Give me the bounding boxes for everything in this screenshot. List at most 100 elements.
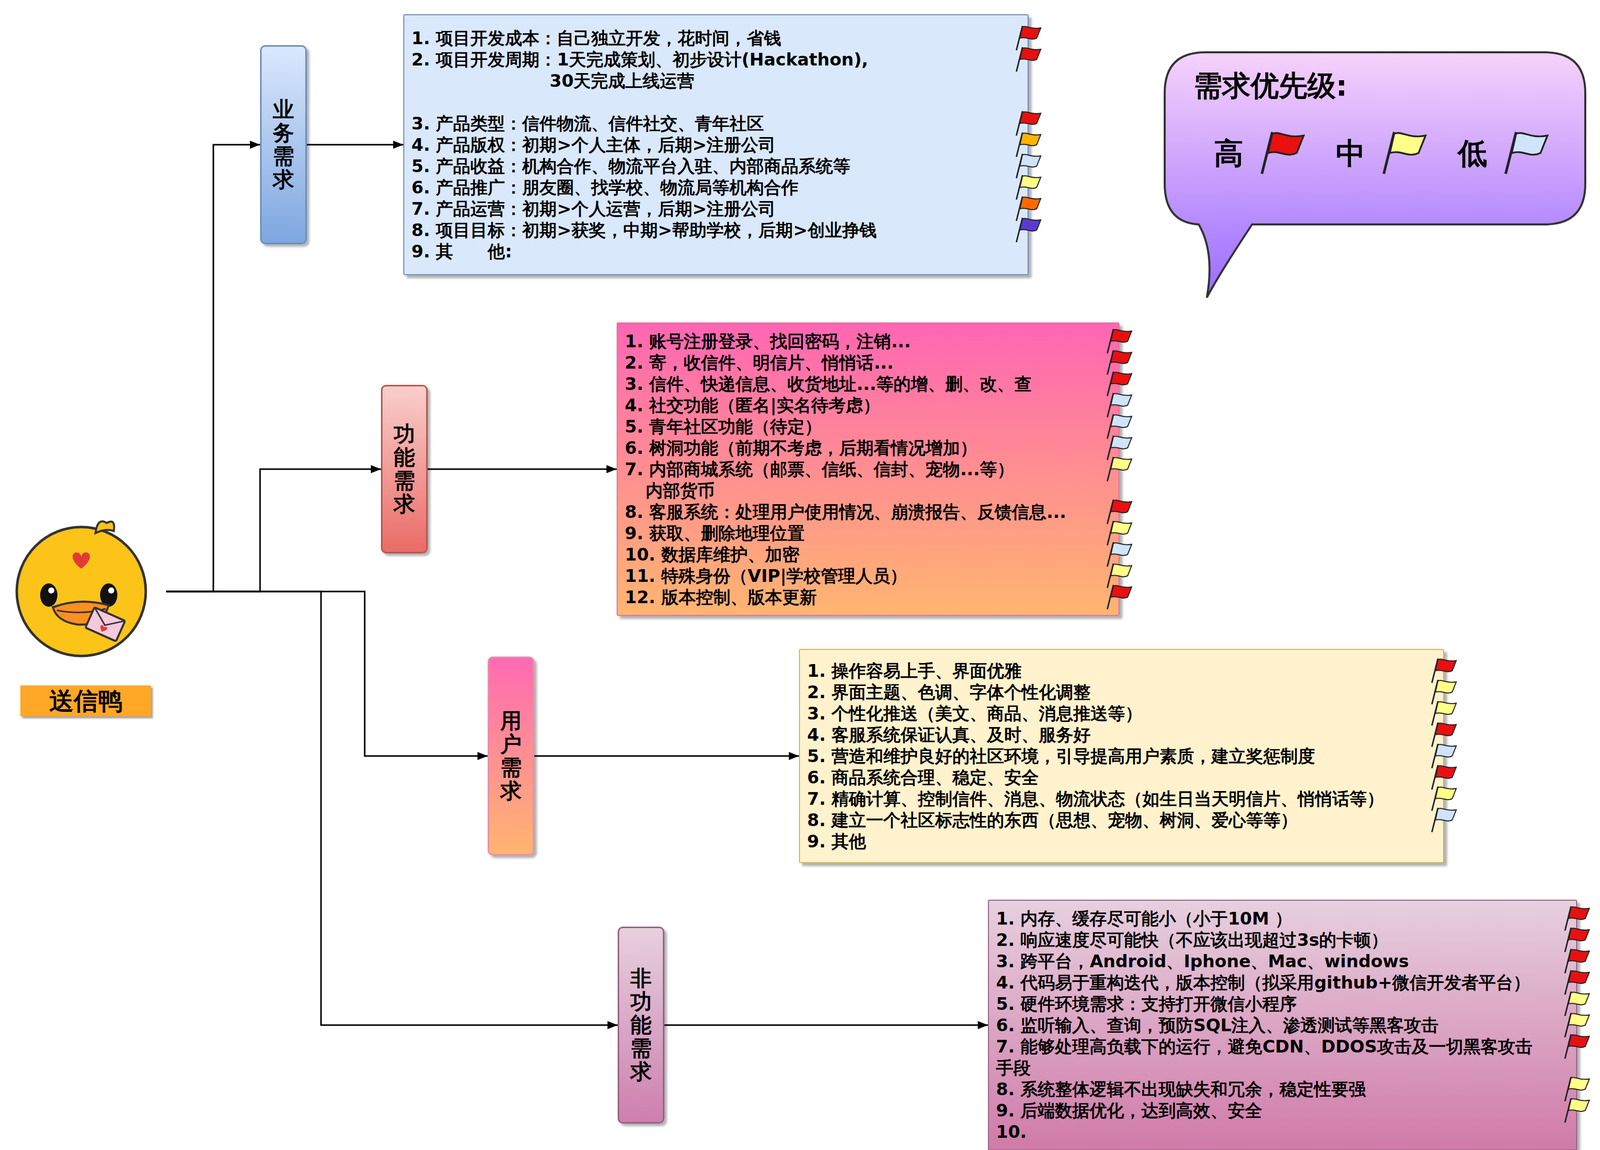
flag-cloth	[1435, 765, 1457, 779]
list-item: 6. 树洞功能（前期不考虑，后期看情况增加）	[624, 437, 1094, 459]
category-box: 功能需求	[380, 385, 428, 554]
list-item: 3. 个性化推送（美文、商品、消息推送等）	[807, 702, 1418, 725]
flag-pole	[1107, 371, 1114, 397]
list-item: 7. 产品运营：初期>个人运营，后期>注册公司	[411, 198, 1003, 220]
flag-cloth	[1110, 393, 1132, 407]
requirement-list: 1. 内存、缓存尽可能小（小于10M ）2. 响应速度尽可能快（不应该出现超过3…	[987, 900, 1578, 1150]
duck-eye	[40, 583, 58, 607]
flag-cloth	[1435, 659, 1457, 672]
category-box: 业务需求	[260, 45, 307, 245]
flag-pole	[1564, 1077, 1572, 1102]
flag-pole	[1564, 970, 1572, 996]
flag-pole	[1107, 329, 1114, 354]
flag-cloth	[1019, 111, 1041, 125]
flag-cloth	[1110, 372, 1132, 386]
list-item: 4. 客服系统保证认真、及时、服务好	[807, 724, 1418, 746]
flag-pole	[1564, 928, 1572, 953]
flag-pole	[1016, 132, 1023, 157]
flag-cloth	[1110, 436, 1132, 450]
flag-cloth	[1267, 133, 1304, 155]
flag-pole	[1107, 499, 1114, 525]
connector-arrow	[166, 469, 381, 592]
duck-tuft	[95, 521, 115, 534]
list-item: 6. 商品系统合理、稳定、安全	[807, 766, 1418, 789]
flag-cloth	[1568, 1013, 1590, 1027]
legend-item: 中	[1335, 132, 1458, 176]
legend-swatch	[1378, 132, 1428, 176]
category-box: 用户需求	[487, 656, 535, 856]
connector-arrow	[166, 591, 618, 1026]
list-item: 9. 其 他:	[411, 240, 1003, 263]
list-item: 2. 寄，收信件、明信片、悄悄话...	[624, 352, 1094, 374]
list-item: 5. 营造和维护良好的社区环境，引导提高用户素质，建立奖惩制度	[807, 745, 1418, 767]
legend-label: 低	[1457, 134, 1488, 174]
flag-pole	[1564, 1034, 1572, 1060]
priority-flag	[1431, 680, 1457, 705]
flag-pole	[1431, 744, 1438, 769]
priority-flag	[1107, 435, 1132, 461]
list-item: 9. 获取、删除地理位置	[624, 522, 1094, 544]
flag-pole	[1107, 542, 1114, 567]
duck-head	[16, 527, 146, 657]
priority-flag	[1016, 196, 1041, 221]
list-item: 4. 社交功能（匿名|实名待考虑）	[624, 394, 1094, 416]
priority-flag	[1107, 521, 1132, 546]
list-item: 8. 项目目标：初期>获奖，中期>帮助学校，后期>创业挣钱	[411, 219, 1003, 241]
list-item: 6. 产品推广：朋友圈、找学校、物流局等机构合作	[411, 176, 1003, 199]
flag-cloth	[1110, 350, 1132, 364]
list-item: 5. 硬件环境需求：支持打开微信小程序	[996, 993, 1551, 1015]
flag-cloth	[1019, 26, 1041, 40]
flag-pole	[1564, 949, 1572, 974]
envelope-flap	[89, 607, 125, 633]
flag-pole	[1016, 175, 1023, 200]
list-item: 1. 项目开发成本：自己独立开发，花时间，省钱	[411, 27, 1003, 49]
flag-cloth	[1435, 723, 1457, 736]
flag-cloth	[1568, 971, 1590, 984]
legend-swatch	[1256, 132, 1306, 176]
flag-cloth	[1435, 680, 1457, 694]
priority-flag	[1431, 765, 1457, 790]
priority-flag	[1564, 1013, 1590, 1038]
list-item: 2. 界面主题、色调、字体个性化调整	[807, 681, 1418, 703]
priority-flag	[1564, 928, 1590, 953]
flag-pole	[1016, 217, 1023, 243]
list-item: 7. 精确计算、控制信件、消息、物流状态（如生日当天明信片、悄悄话等）	[807, 788, 1418, 810]
flag-cloth	[1019, 133, 1041, 146]
flag-pole	[1107, 457, 1114, 482]
priority-flag	[1431, 786, 1457, 812]
priority-flag	[1564, 970, 1590, 996]
flag-pole	[1107, 521, 1114, 546]
priority-flag	[1016, 111, 1041, 136]
flag-pole	[1431, 680, 1438, 705]
flag-cloth	[1110, 414, 1132, 428]
flag-cloth	[1435, 744, 1457, 758]
flag-pole	[1107, 414, 1114, 439]
flag-cloth	[1110, 329, 1132, 343]
connector-arrow	[534, 755, 799, 758]
list-item: 8. 系统整体逻辑不出现缺失和冗余，稳定性要强	[996, 1078, 1551, 1101]
category-box: 非功能需求	[617, 926, 665, 1125]
flag-cloth	[1568, 1035, 1590, 1048]
flag-cloth	[1568, 992, 1590, 1006]
connector-arrow	[427, 468, 617, 471]
priority-flag	[1431, 701, 1457, 726]
priority-flag	[1564, 992, 1590, 1017]
flag-pole	[1431, 701, 1438, 726]
priority-flag	[1431, 744, 1457, 769]
legend-item: 高	[1213, 132, 1336, 176]
list-item: 8. 建立一个社区标志性的东西（思想、宠物、树洞、爱心等等）	[807, 809, 1418, 831]
list-item: 5. 产品收益：机构合作、物流平台入驻、内部商品系统等	[411, 155, 1003, 177]
legend-swatch	[1500, 132, 1550, 176]
priority-flag	[1016, 47, 1041, 72]
flag-pole	[1564, 1013, 1572, 1038]
flag-pole	[1431, 722, 1438, 748]
flag-pole	[1431, 658, 1438, 684]
priority-flag	[1107, 457, 1132, 482]
flag-cloth	[1110, 585, 1132, 599]
priority-flag	[1564, 949, 1590, 974]
category-label: 非功能需求	[630, 967, 652, 1085]
root-node: 送信鸭	[10, 523, 167, 722]
legend-item: 低	[1457, 132, 1580, 176]
list-item: 7. 内部商城系统（邮票、信纸、信封、宠物...等） 内部货币	[624, 458, 1057, 502]
flag-cloth	[1568, 907, 1590, 920]
